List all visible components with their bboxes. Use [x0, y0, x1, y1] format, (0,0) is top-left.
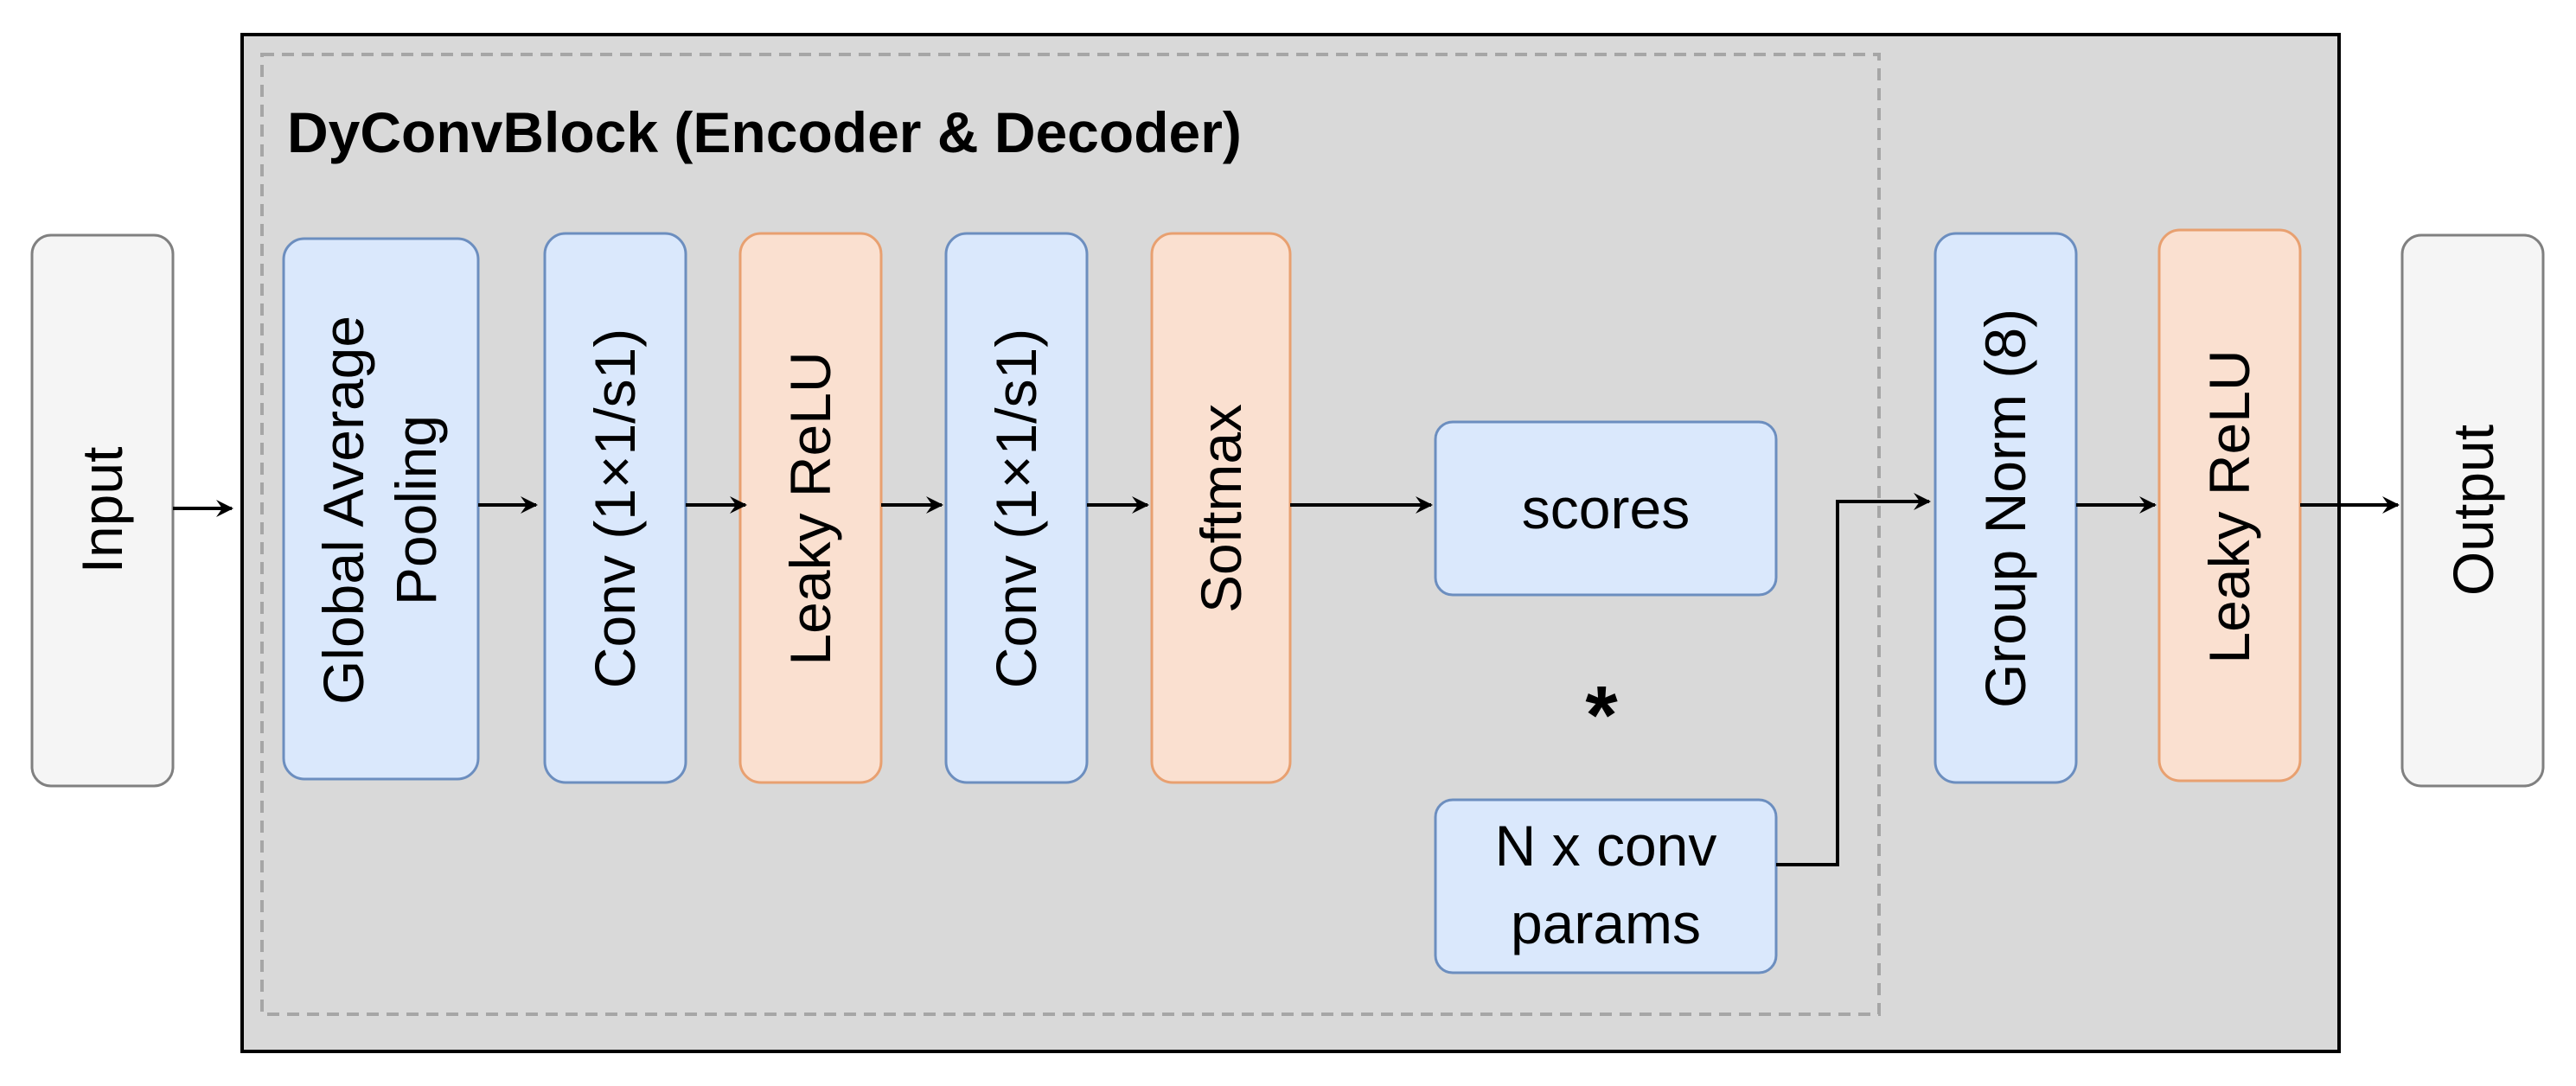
scores-label: scores: [1522, 476, 1690, 540]
global-average-pooling-node: [282, 237, 480, 781]
output-node: [2400, 233, 2545, 788]
scores-node: [1434, 420, 1778, 597]
dyconvblock-region: [260, 53, 1881, 1016]
conv1-label: Conv (1×1/s1): [583, 329, 647, 688]
softmax-label: Softmax: [1189, 404, 1253, 613]
leaky-relu2-label: Leaky ReLU: [2197, 349, 2261, 663]
arrow-params-to-group-norm: [1776, 493, 1931, 866]
conv-params-label-line2: params: [1511, 891, 1701, 955]
group-norm-label: Group Norm (8): [1973, 309, 2037, 708]
multiply-symbol: *: [1585, 669, 1618, 762]
input-label: Input: [70, 447, 134, 574]
softmax-node: [1150, 232, 1292, 784]
output-label: Output: [2441, 425, 2505, 596]
input-node: [30, 233, 175, 788]
leaky-relu1-label: Leaky ReLU: [778, 351, 842, 665]
gap-label-line2: Pooling: [384, 415, 448, 605]
conv-params-node: [1434, 798, 1778, 974]
block-title: DyConvBlock (Encoder & Decoder): [287, 100, 1242, 164]
conv-params-label-line1: N x conv: [1495, 814, 1717, 878]
gap-label-line1: Global Average: [311, 316, 375, 705]
conv2-node: [944, 232, 1089, 784]
conv2-label: Conv (1×1/s1): [984, 329, 1048, 688]
conv1-node: [543, 232, 687, 784]
group-norm-node: [1934, 232, 2078, 784]
